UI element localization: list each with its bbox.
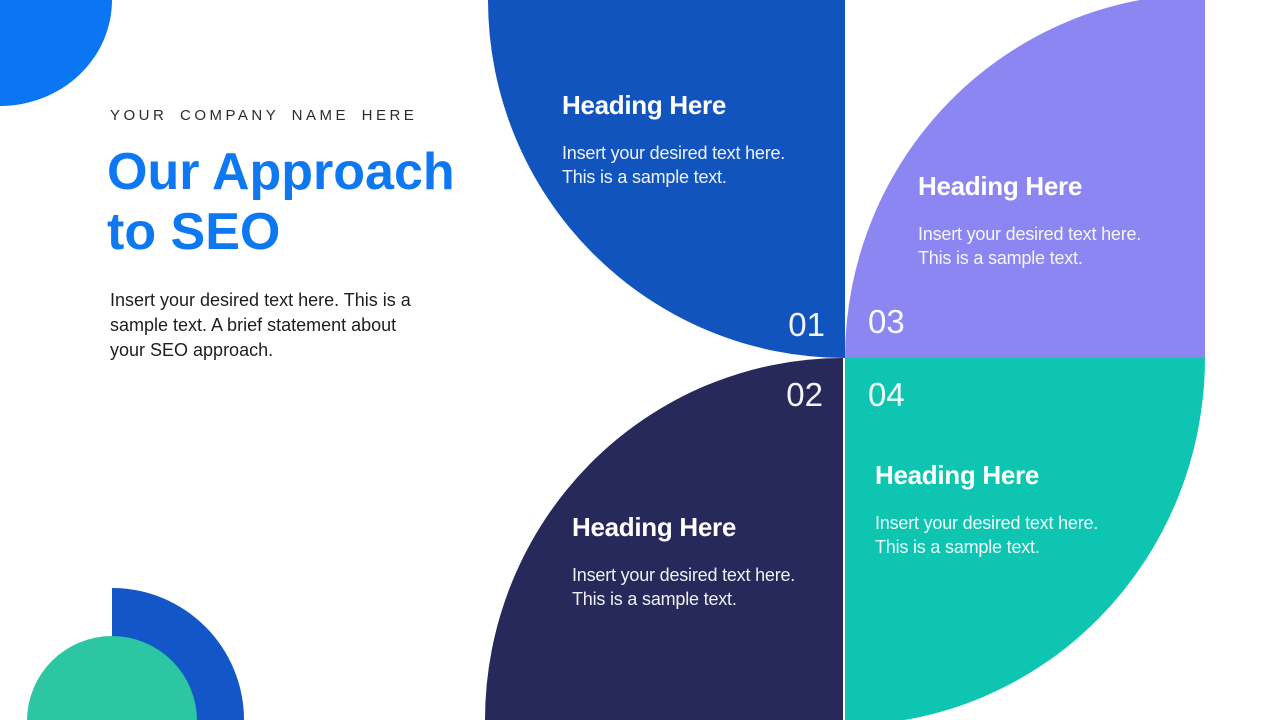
step-4-body: Insert your desired text here. This is a… (875, 513, 1099, 557)
step-3-heading: Heading Here (918, 171, 1083, 201)
step-1-panel: Heading Here Insert your desired text he… (488, 0, 845, 358)
step-1-body: Insert your desired text here. This is a… (562, 143, 786, 187)
step-4-number: 04 (868, 376, 905, 413)
slide-title: Our Approach to SEO (107, 143, 455, 261)
step-3-panel: Heading Here Insert your desired text he… (845, 0, 1205, 358)
quarter-circle-decoration-top-left (0, 0, 112, 106)
slide-description: Insert your desired text here. This is a… (110, 290, 411, 360)
step-3-content: Heading Here Insert your desired text he… (918, 171, 1141, 270)
step-4-heading: Heading Here (875, 460, 1040, 490)
step-2-number: 02 (786, 376, 823, 413)
step-4-content: Heading Here Insert your desired text he… (875, 460, 1098, 559)
step-2-body: Insert your desired text here. This is a… (572, 565, 796, 609)
step-2-heading: Heading Here (572, 512, 737, 542)
step-2-content: Heading Here Insert your desired text he… (572, 512, 795, 611)
company-name: YOUR COMPANY NAME HERE (110, 107, 418, 124)
step-2-panel: Heading Here Insert your desired text he… (485, 358, 843, 720)
step-1-number: 01 (788, 306, 825, 343)
step-1-heading: Heading Here (562, 90, 727, 120)
step-1-content: Heading Here Insert your desired text he… (562, 90, 785, 189)
step-3-body: Insert your desired text here. This is a… (918, 224, 1142, 268)
step-3-number: 03 (868, 303, 905, 340)
step-4-panel: Heading Here Insert your desired text he… (845, 358, 1205, 720)
